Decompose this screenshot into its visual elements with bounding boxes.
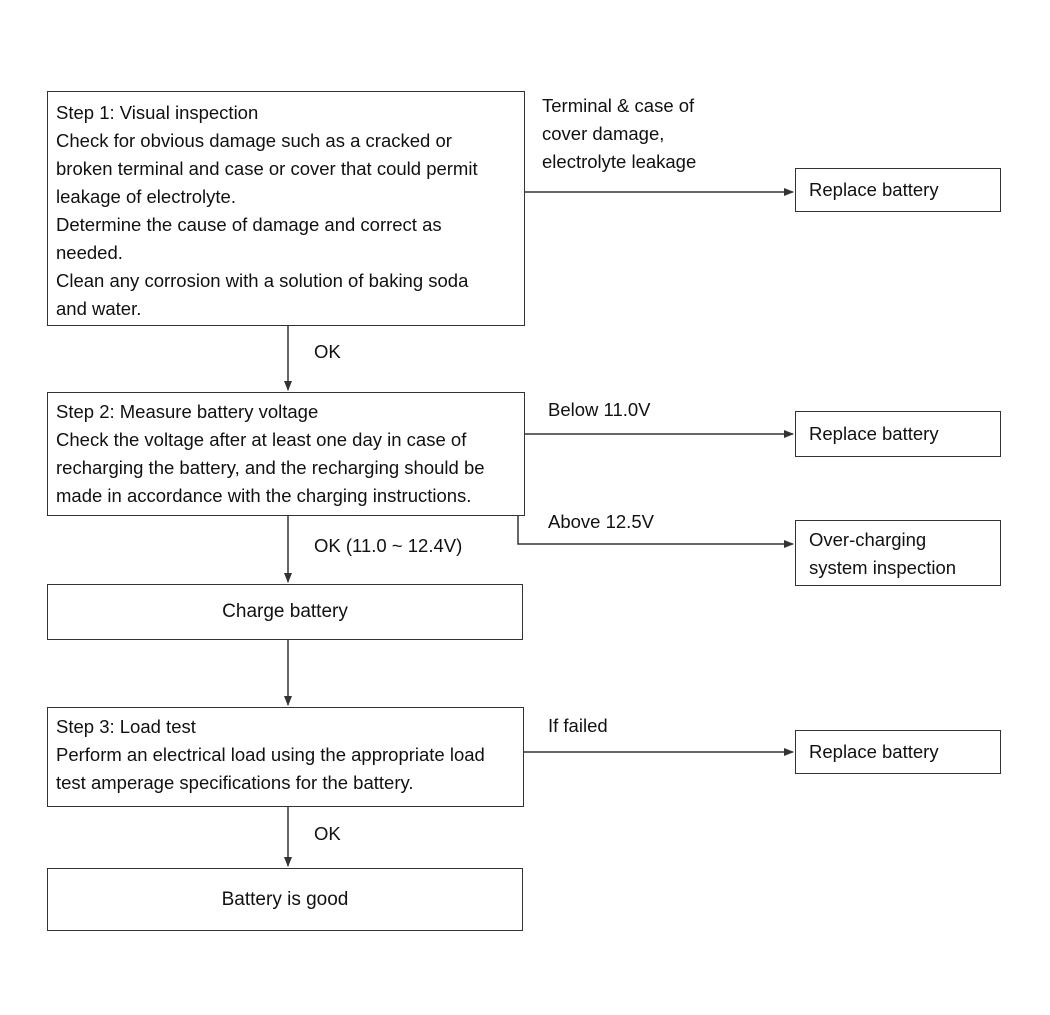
step3-box: Step 3: Load test Perform an electrical … (47, 707, 524, 807)
step1-line: broken terminal and case or cover that c… (56, 158, 478, 179)
step2-high-condition: Above 12.5V (548, 511, 654, 532)
charge-battery-box: Charge battery (47, 584, 523, 640)
step3-replace-battery-label: Replace battery (809, 741, 939, 762)
step1-line: leakage of electrolyte. (56, 186, 236, 207)
step3-fail-condition: If failed (548, 715, 608, 736)
step1-ok-label: OK (314, 341, 341, 362)
step2-overcharging-line: Over-charging (809, 529, 927, 550)
step1-fail-condition-line: electrolyte leakage (542, 151, 697, 172)
step3-replace-battery-box: Replace battery (795, 730, 1001, 774)
step1-line: Determine the cause of damage and correc… (56, 214, 442, 235)
step3-ok-label: OK (314, 823, 341, 844)
step2-ok-label: OK (11.0 ~ 12.4V) (314, 535, 463, 556)
step1-line: Check for obvious damage such as a crack… (56, 130, 452, 151)
step1-line: Clean any corrosion with a solution of b… (56, 270, 469, 291)
step1-fail-condition: Terminal & case of cover damage, electro… (542, 92, 696, 176)
step3-line: Perform an electrical load using the app… (56, 744, 485, 765)
step2-box: Step 2: Measure battery voltage Check th… (47, 392, 525, 516)
step1-fail-condition-line: cover damage, (542, 123, 665, 144)
step1-box: Step 1: Visual inspection Check for obvi… (47, 91, 525, 326)
step3-title: Step 3: Load test (56, 716, 196, 737)
battery-good-box: Battery is good (47, 868, 523, 931)
battery-good-label: Battery is good (221, 888, 349, 910)
step2-line: made in accordance with the charging ins… (56, 485, 472, 506)
step3-line: test amperage specifications for the bat… (56, 772, 414, 793)
step2-replace-battery-label: Replace battery (809, 423, 939, 444)
step2-replace-battery-box: Replace battery (795, 411, 1001, 457)
step1-replace-battery-label: Replace battery (809, 179, 939, 200)
charge-battery-label: Charge battery (222, 601, 348, 622)
step1-fail-condition-line: Terminal & case of (542, 95, 695, 116)
step2-overcharging-box: Over-charging system inspection (795, 520, 1001, 586)
step1-replace-battery-box: Replace battery (795, 168, 1001, 212)
step1-title: Step 1: Visual inspection (56, 102, 259, 123)
step2-low-condition: Below 11.0V (548, 399, 651, 420)
step2-line: Check the voltage after at least one day… (56, 429, 467, 450)
step2-overcharging-line: system inspection (809, 557, 957, 578)
step1-line: and water. (56, 298, 142, 319)
step2-title: Step 2: Measure battery voltage (56, 401, 319, 422)
step2-line: recharging the battery, and the rechargi… (56, 457, 485, 478)
arrow-step2-to-overcharging (517, 515, 794, 548)
step1-line: needed. (56, 242, 123, 263)
